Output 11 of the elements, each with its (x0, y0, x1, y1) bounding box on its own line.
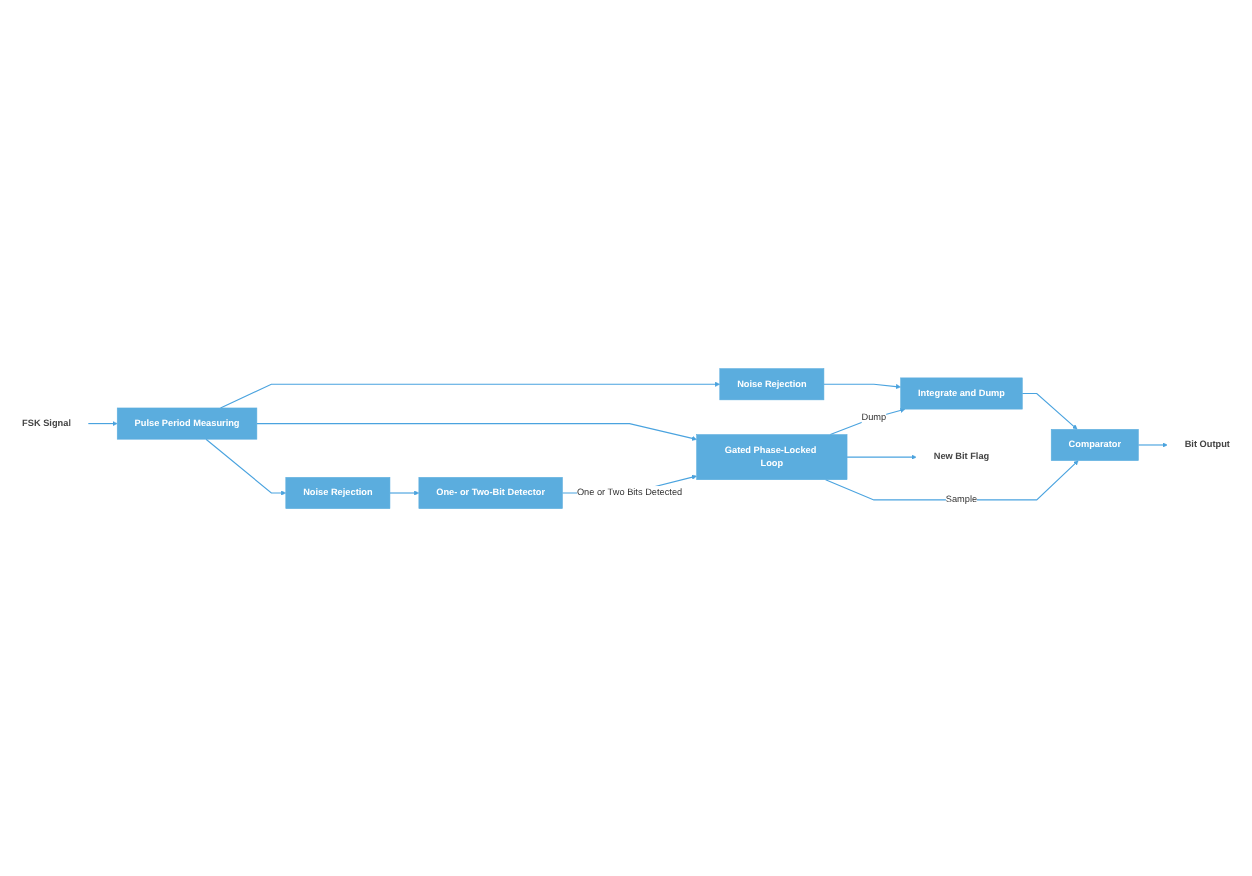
arrow (829, 407, 906, 435)
arrow (219, 381, 720, 408)
arrow (1021, 392, 1078, 429)
arrow (256, 422, 697, 441)
arrow (205, 438, 287, 495)
arrow (823, 383, 901, 389)
arrow (1137, 441, 1168, 447)
arrow (825, 459, 1079, 500)
arrow (389, 489, 420, 495)
arrow (846, 453, 917, 460)
arrow (87, 420, 118, 426)
